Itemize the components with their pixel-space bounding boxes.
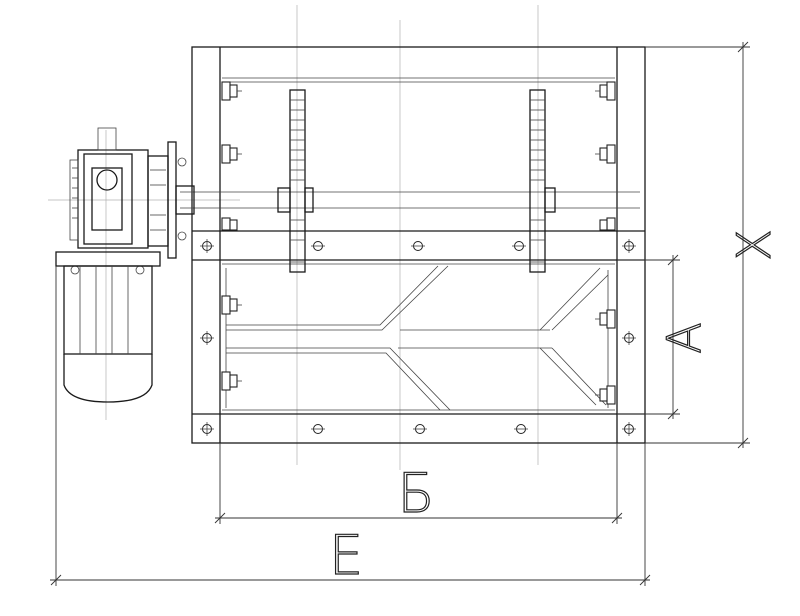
dimension-label-b: Б	[397, 462, 434, 525]
bolt-left-3	[221, 217, 238, 231]
bolt-left-1	[221, 81, 242, 101]
bolt-right-5	[595, 385, 616, 405]
gate-frame	[180, 46, 646, 444]
bolt-right-4	[595, 309, 616, 329]
side-bolts	[221, 81, 616, 405]
dimension-label-x: X	[727, 229, 781, 261]
bolt-left-4	[221, 295, 242, 315]
centerlines	[48, 5, 539, 470]
flange-holes	[200, 239, 636, 436]
dimension-label-a: A	[657, 322, 711, 353]
dimension-lines	[50, 41, 750, 586]
bolt-left-2	[221, 144, 242, 164]
bolt-right-1	[595, 81, 616, 101]
bolt-left-5	[221, 371, 242, 391]
gearbox	[69, 127, 195, 259]
motor	[55, 251, 161, 403]
dimension-label-e: E	[329, 524, 363, 587]
bolt-right-2	[595, 144, 616, 164]
gate-blade	[225, 265, 609, 411]
bolt-right-3	[599, 217, 616, 231]
rack-left	[277, 89, 314, 273]
rack-right	[529, 89, 556, 273]
